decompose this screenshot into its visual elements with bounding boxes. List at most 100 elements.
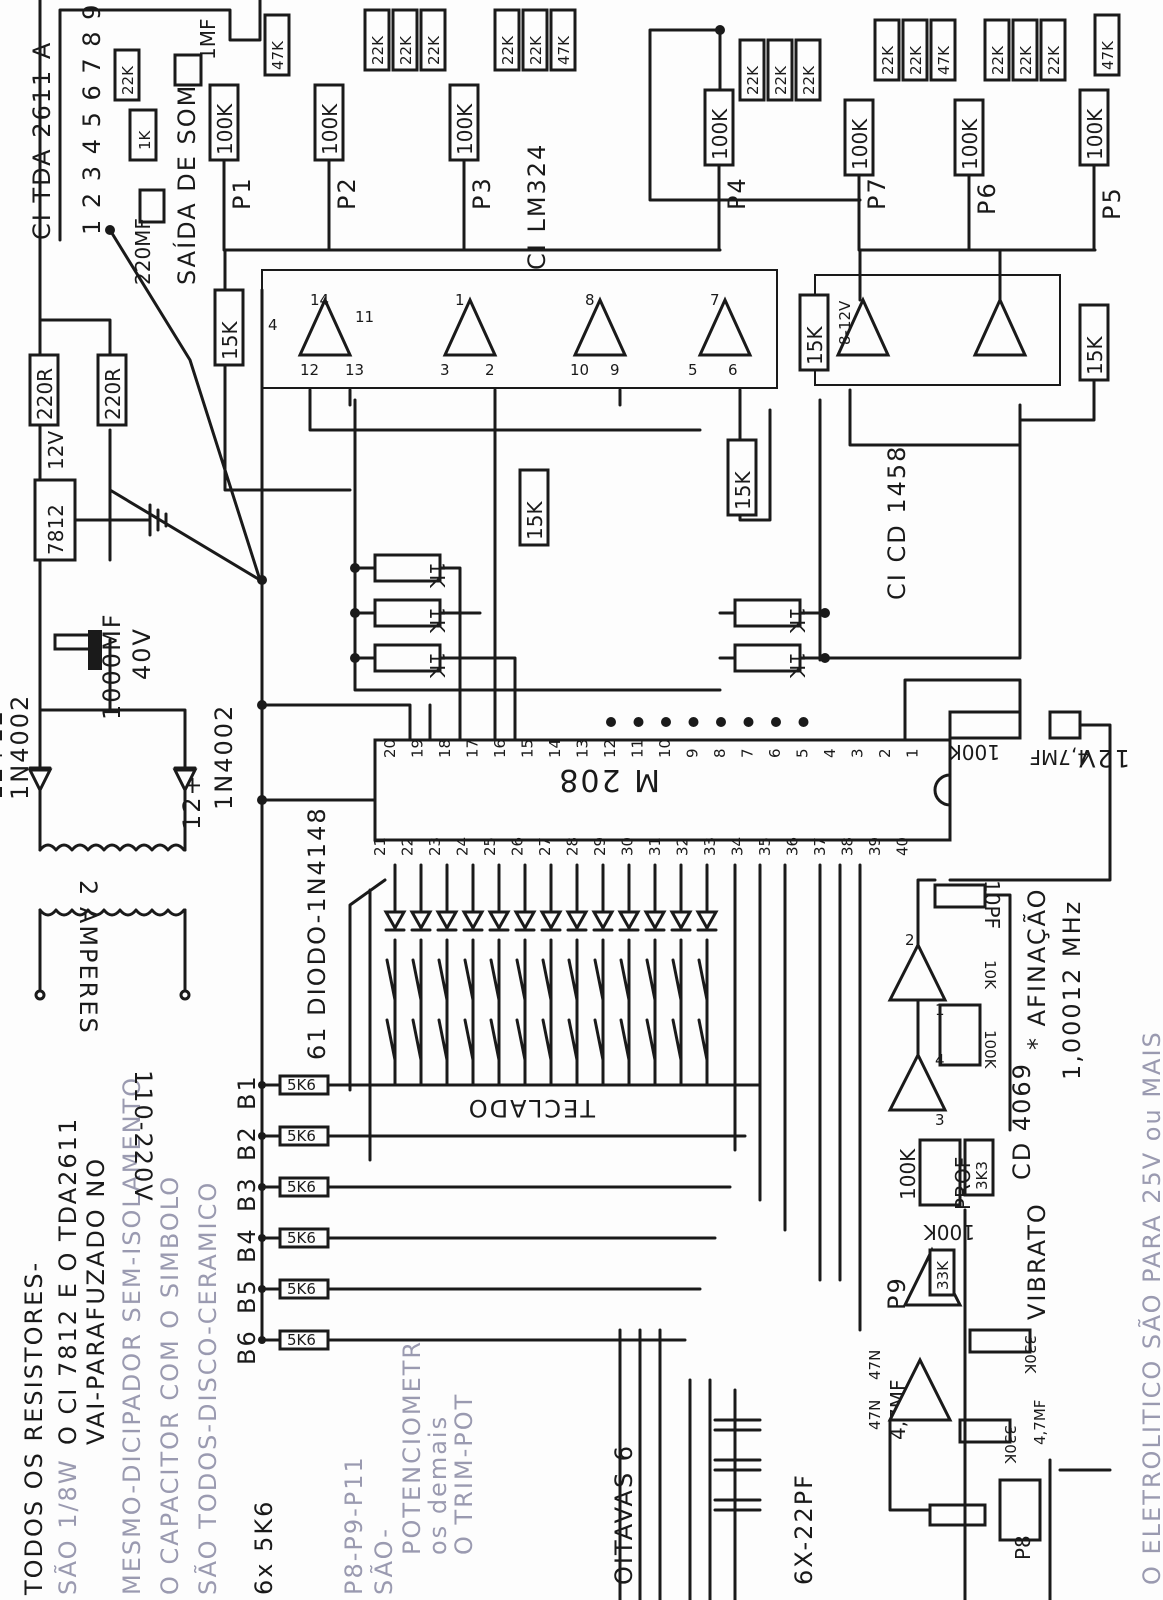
notes-block: TODOS OS RESISTORES- SÃO 1/8W O CI 7812 … bbox=[20, 1030, 1163, 1596]
svg-text:1K: 1K bbox=[785, 652, 809, 679]
m208-bottom-pin-label: 22 bbox=[399, 837, 417, 856]
pot-p5-value: 100K bbox=[1083, 108, 1107, 160]
svg-text:22K: 22K bbox=[1017, 45, 1035, 75]
amp-res-1k-label: 1K bbox=[136, 129, 154, 150]
res-1k-ladder: 1K 1K 1K 1K 1K bbox=[350, 398, 1022, 742]
m208-bottom-pin: 36 bbox=[784, 837, 802, 856]
cap-leads bbox=[618, 1328, 737, 1600]
res-cluster-1: 22K 22K 22K bbox=[363, 8, 447, 72]
pot-p3-value: 100K bbox=[453, 103, 477, 155]
svg-text:1K: 1K bbox=[425, 562, 449, 589]
m208-top-pin: 4 bbox=[821, 748, 839, 758]
key-switch bbox=[515, 958, 527, 1062]
key-diode bbox=[513, 910, 537, 932]
vibrato-pot: 100K bbox=[923, 1220, 975, 1244]
svg-text:10: 10 bbox=[570, 361, 589, 379]
m208-top-pin-label: 8 bbox=[711, 748, 729, 758]
osc-inverter-2 bbox=[887, 1051, 948, 1112]
res-cluster-2: 22K 22K 47K bbox=[493, 8, 577, 72]
p7-volts: 8-12V bbox=[836, 300, 854, 345]
key-diode bbox=[461, 910, 485, 932]
note-sao: SÃO- bbox=[368, 1527, 398, 1595]
key-diode bbox=[669, 910, 693, 932]
m208-bottom-pin: 40 bbox=[894, 837, 912, 856]
vibrato-res-100k-b bbox=[928, 1503, 987, 1527]
vibrato-opamp-2 bbox=[887, 1356, 953, 1422]
m208-bottom-pin: 22 bbox=[399, 837, 417, 856]
key-switch bbox=[567, 958, 579, 1062]
svg-text:11: 11 bbox=[355, 308, 374, 326]
diode-2-symbol bbox=[172, 768, 198, 794]
svg-text:4: 4 bbox=[935, 1051, 945, 1069]
key-bus-returns bbox=[733, 863, 862, 1332]
res-47k-right bbox=[1093, 13, 1121, 77]
m208-wires bbox=[260, 678, 1112, 882]
m208-pin-dot bbox=[771, 717, 781, 727]
note-6x5k6: 6x 5K6 bbox=[250, 1500, 278, 1595]
m208-cap-47 bbox=[1048, 710, 1082, 740]
secondary-label-1: 12+12 bbox=[0, 709, 8, 800]
svg-text:47N: 47N bbox=[866, 1400, 884, 1430]
caps-22pf bbox=[618, 1328, 762, 1600]
amp-cap-1mf-label: 1MF bbox=[196, 19, 220, 60]
note-demais: os demais bbox=[424, 1415, 452, 1555]
m208-top-pin: 7 bbox=[739, 748, 757, 758]
vibrato-res-3k3 bbox=[963, 1138, 995, 1197]
key-diode bbox=[539, 910, 563, 932]
svg-text:B1: B1 bbox=[233, 1074, 261, 1110]
m208-top-pin-label: 11 bbox=[629, 739, 647, 758]
svg-text:13: 13 bbox=[345, 361, 364, 379]
note-potenciometr: POTENCIOMETR bbox=[398, 1340, 426, 1555]
bus-label-b1: B1 bbox=[233, 1074, 261, 1110]
bus-label-b3: B3 bbox=[233, 1176, 261, 1212]
vibrato-wires bbox=[888, 1208, 1112, 1600]
svg-text:47K: 47K bbox=[269, 40, 287, 70]
svg-text:47K: 47K bbox=[1099, 40, 1117, 70]
pot-p6-name: P6 bbox=[973, 181, 1001, 215]
svg-text:330K: 330K bbox=[1001, 1425, 1019, 1465]
m208-bottom-pin: 39 bbox=[866, 837, 884, 856]
regulator-label: 7812 bbox=[44, 504, 68, 555]
svg-text:22K: 22K bbox=[879, 45, 897, 75]
m208-bottom-pin: 32 bbox=[674, 837, 692, 856]
cd1458-res-15k-a bbox=[798, 293, 830, 372]
osc-pot-10k bbox=[938, 1003, 982, 1067]
m208-top-pin-label: 14 bbox=[546, 739, 564, 758]
osc-cap-10pf bbox=[933, 883, 987, 909]
vibrato-res-33k bbox=[928, 1248, 956, 1297]
vibrato-p9: P9 bbox=[883, 1276, 911, 1310]
svg-text:5: 5 bbox=[688, 361, 698, 379]
m208-top-pin-label: 12 bbox=[601, 739, 619, 758]
m208-bottom-pin: 27 bbox=[536, 837, 554, 856]
pot-p3-name: P3 bbox=[468, 176, 496, 210]
m208-top-pin: 5 bbox=[794, 748, 812, 758]
svg-text:5K6: 5K6 bbox=[287, 1280, 316, 1298]
m208-top-pin: 17 bbox=[464, 739, 482, 758]
vibrato-block: 100K 3K3 PROF 100K 33K P9 4,7MF VIBRATO … bbox=[866, 1138, 1112, 1600]
cd1458-block: 15K 15K CI CD 1458 8-12V bbox=[798, 248, 1110, 662]
bus-resistor-value: 5K6 bbox=[287, 1229, 316, 1247]
m208-bottom-pin: 34 bbox=[729, 837, 747, 856]
m208-pin-dot bbox=[661, 717, 671, 727]
svg-text:4: 4 bbox=[268, 316, 278, 334]
bus-label-b2: B2 bbox=[233, 1125, 261, 1161]
amp-res-22k-label: 22K bbox=[119, 65, 137, 95]
svg-text:2: 2 bbox=[905, 931, 915, 949]
pot-p2-value: 100K bbox=[318, 103, 342, 155]
m208-bottom-pin-label: 39 bbox=[866, 837, 884, 856]
m208-bottom-pin-label: 40 bbox=[894, 837, 912, 856]
bus-resistor-value: 5K6 bbox=[287, 1127, 316, 1145]
m208-top-pin: 10 bbox=[656, 739, 674, 758]
amp-outline bbox=[58, 8, 102, 242]
pot-p1 bbox=[208, 83, 240, 162]
amp-supply-wire bbox=[108, 228, 262, 582]
diode-count-label: 61 DIODO-1N4148 bbox=[303, 806, 331, 1060]
m208-top-pin-label: 9 bbox=[684, 748, 702, 758]
m208-res-100k bbox=[948, 710, 1022, 740]
m208-top-pin-label: 2 bbox=[876, 748, 894, 758]
svg-text:2: 2 bbox=[485, 361, 495, 379]
svg-text:5K6: 5K6 bbox=[287, 1127, 316, 1145]
lm324-feedback-15k-b bbox=[726, 438, 758, 517]
